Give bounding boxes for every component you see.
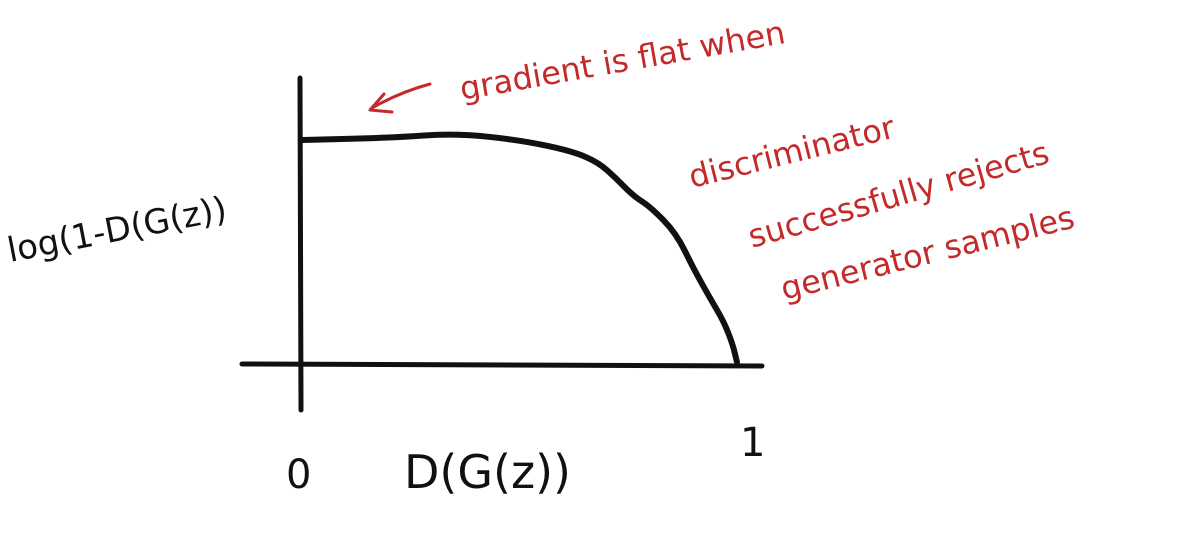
x-axis <box>239 361 765 369</box>
annotation-line-discriminator: discriminator <box>685 108 900 196</box>
annotation-arrow <box>368 82 432 114</box>
x-tick-label-0: 0 <box>286 452 311 498</box>
series-line <box>300 131 740 365</box>
annotation-arrow-note: gradient is flat when <box>457 13 788 108</box>
x-tick-label-1: 1 <box>740 420 765 466</box>
y-axis-label: log(1-D(G(z)) <box>4 189 230 271</box>
x-axis-label: D(G(z)) <box>404 445 571 499</box>
y-axis <box>297 75 304 413</box>
